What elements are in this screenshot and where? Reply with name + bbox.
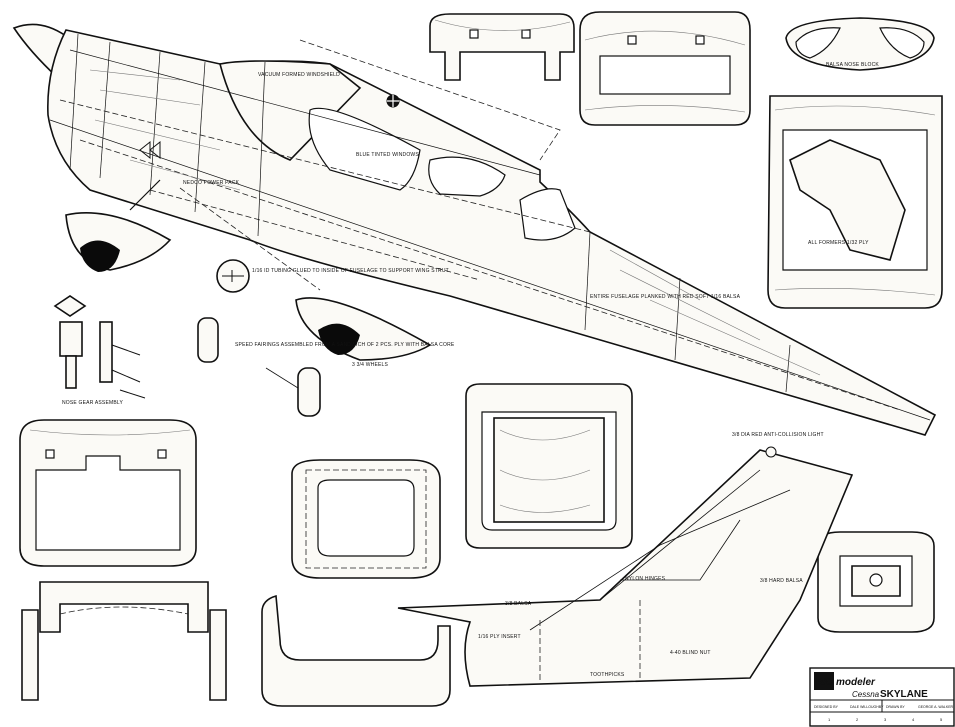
label-ply-insert: 1/16 PLY INSERT: [478, 634, 521, 640]
firewall-former: ALL FORMERS 1/32 PLY: [767, 95, 943, 309]
former-left-mid: [19, 419, 197, 567]
drawn-by-label: DRAWN BY: [886, 705, 905, 709]
tubing-detail: 1/16 ID TUBING GLUED TO INSIDE OF FUSELA…: [216, 259, 449, 293]
sheet-cell-2: 2: [856, 717, 859, 722]
nose-wheel-pant: [65, 179, 172, 272]
former-oval-center: [291, 459, 441, 579]
former-small-round: [817, 531, 935, 633]
sheet-cell-1: 1: [828, 717, 831, 722]
nose-block: BALSA NOSE BLOCK: [785, 17, 935, 71]
label-balsa-tail: 3/8 BALSA: [505, 601, 532, 607]
label-hard-balsa: 3/8 HARD BALSA: [760, 578, 803, 584]
former-top-2: [579, 11, 751, 126]
fuselage-side-view: VACUUM FORMED WINDSHIELD BLUE TINTED WIN…: [12, 23, 937, 436]
former-bottom-left: [21, 581, 227, 701]
front-window: [308, 107, 421, 191]
sheet-cell-5: 5: [940, 717, 943, 722]
label-blind-nut: 4-40 BLIND NUT: [670, 650, 711, 656]
label-wheel-pants-note: SPEED FAIRINGS ASSEMBLED FROM A SANDWICH…: [235, 342, 455, 348]
former-mid-1: [465, 383, 633, 549]
sheet-number-row: 1 2 3 4 5: [828, 717, 943, 722]
brand-name: modeler: [836, 677, 876, 688]
label-wheels: 3 3/4 WHEELS: [352, 362, 388, 368]
vertical-fin: 3/8 DIA RED ANTI-COLLISION LIGHT 3/8 HAR…: [397, 432, 854, 687]
label-windows: BLUE TINTED WINDOWS: [356, 152, 419, 158]
designer-name: DALE WILLOUGHBY: [850, 705, 884, 709]
former-bottom-center: [261, 594, 451, 707]
designed-by-label: DESIGNED BY: [814, 705, 839, 709]
label-nylon-hinges: NYLON HINGES: [625, 576, 666, 582]
sheet-cell-4: 4: [912, 717, 915, 722]
brand-prefix: R/C: [816, 677, 833, 688]
former-top-1: [429, 13, 575, 81]
label-fuselage-note: ENTIRE FUSELAGE PLANKED WITH RED SOFT 1/…: [590, 294, 741, 300]
title-block: R/C modeler Cessna SKYLANE DESIGNED BY D…: [809, 667, 955, 727]
label-tubing-note: 1/16 ID TUBING GLUED TO INSIDE OF FUSELA…: [252, 268, 449, 274]
main-wheel-pant: 3 3/4 WHEELS: [295, 297, 432, 368]
sheet-cell-3: 3: [884, 717, 887, 722]
label-nose-block: BALSA NOSE BLOCK: [826, 62, 879, 68]
gear-fairing-details: SPEED FAIRINGS ASSEMBLED FROM A SANDWICH…: [197, 317, 455, 417]
maker-name: Cessna: [852, 690, 880, 699]
model-name: SKYLANE: [880, 689, 928, 700]
label-tooth-picks: TOOTHPICKS: [590, 672, 625, 678]
brand-logo-box: [814, 672, 834, 690]
label-anti-collision: 3/8 DIA RED ANTI-COLLISION LIGHT: [732, 432, 824, 438]
label-nose-gear: NOSE GEAR ASSEMBLY: [62, 400, 123, 406]
drafter-name: GEORGE A. WALKER: [918, 705, 954, 709]
nose-gear-assembly: NOSE GEAR ASSEMBLY: [53, 295, 146, 406]
rear-window: [428, 156, 506, 197]
label-formers: ALL FORMERS 1/32 PLY: [808, 240, 869, 246]
label-windshield: VACUUM FORMED WINDSHIELD: [258, 72, 340, 78]
anti-collision-light: [765, 446, 777, 458]
label-power-pack: NEDCO POWER PACK: [183, 180, 240, 186]
tail-window: [519, 188, 576, 241]
